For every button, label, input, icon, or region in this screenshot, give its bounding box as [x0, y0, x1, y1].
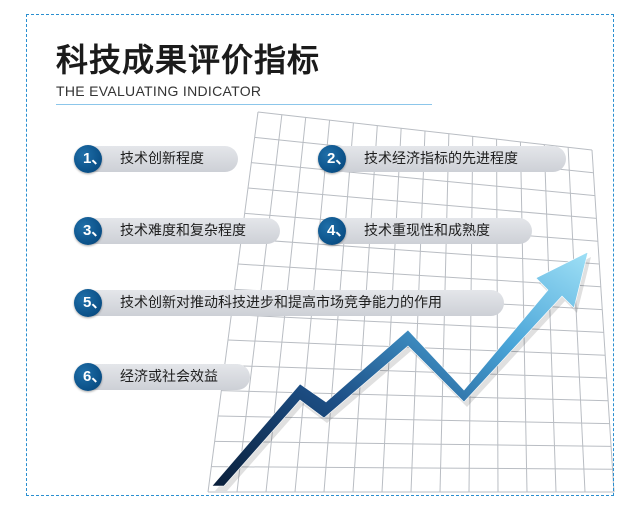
item-number: 5、	[83, 294, 107, 311]
grid-line-horizontal	[224, 364, 607, 379]
indicator-item-4: 4、 技术重现性和成熟度	[318, 217, 532, 245]
grid-line-horizontal	[231, 314, 604, 333]
grid-line-horizontal	[221, 390, 609, 402]
number-badge	[74, 217, 102, 245]
number-badge	[74, 289, 102, 317]
item-label: 技术难度和复杂程度	[120, 223, 246, 239]
number-badge	[318, 145, 346, 173]
rising-arrow	[211, 251, 589, 487]
grid-line-vertical	[591, 149, 615, 493]
item-pill	[318, 146, 566, 172]
grid-line-horizontal	[247, 187, 597, 219]
title-divider	[56, 104, 432, 105]
indicator-item-1: 1、 技术创新程度	[74, 145, 238, 173]
grid-line-horizontal	[251, 162, 595, 197]
item-number: 3、	[83, 222, 107, 239]
title-block: 科技成果评价指标 THE EVALUATING INDICATOR	[56, 40, 320, 100]
page-title: 科技成果评价指标	[56, 41, 321, 79]
indicator-item-2: 2、 技术经济指标的先进程度	[318, 145, 566, 173]
grid-line-horizontal	[257, 111, 593, 151]
grid-line-horizontal	[214, 440, 612, 447]
grid-line-horizontal	[211, 466, 613, 470]
item-label: 技术创新程度	[120, 151, 204, 167]
item-number: 1、	[83, 150, 107, 167]
item-label: 经济或社会效益	[120, 369, 218, 385]
dashed-frame	[26, 14, 614, 496]
grid-line-vertical	[567, 147, 586, 493]
item-number: 4、	[327, 222, 351, 239]
grid-line-vertical	[496, 139, 499, 493]
grid-line-horizontal	[241, 238, 600, 265]
grid-line-horizontal	[237, 263, 601, 288]
item-pill	[74, 290, 504, 316]
item-label: 技术经济指标的先进程度	[364, 151, 518, 167]
item-pill	[318, 218, 532, 244]
item-number: 6、	[83, 368, 107, 385]
item-pill	[74, 218, 280, 244]
number-badge	[74, 145, 102, 173]
grid-line-vertical	[519, 141, 528, 493]
item-pill	[74, 364, 250, 390]
indicator-item-3: 3、 技术难度和复杂程度	[74, 217, 280, 245]
number-badge	[318, 217, 346, 245]
number-badge	[74, 363, 102, 391]
item-label: 技术重现性和成熟度	[364, 223, 490, 239]
grid-line-vertical	[543, 144, 557, 493]
page-subtitle: THE EVALUATING INDICATOR	[56, 83, 262, 99]
indicator-item-5: 5、 技术创新对推动科技进步和提高市场竞争能力的作用	[74, 289, 504, 317]
item-label: 技术创新对推动科技进步和提高市场竞争能力的作用	[120, 295, 442, 311]
indicator-item-6: 6、 经济或社会效益	[74, 363, 250, 391]
item-number: 2、	[327, 150, 351, 167]
